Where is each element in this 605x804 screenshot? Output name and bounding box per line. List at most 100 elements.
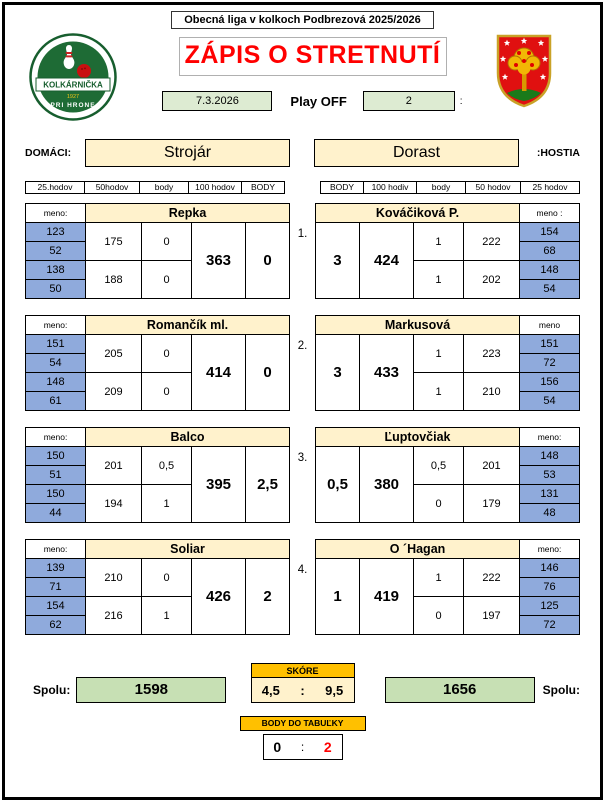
total-cell: 380 [359,446,414,523]
home-player-name: Soliar [85,539,290,559]
throw25-cell: 76 [519,577,580,597]
throw25-cell: 151 [519,334,580,354]
throw25-cell: 151 [25,334,86,354]
set-points-cell: 1 [413,334,464,373]
score-box: 4,5 : 9,5 [250,678,355,703]
set-points-cell: 0 [141,222,192,261]
date-field: 7.3.2026 [162,91,273,111]
total-cell: 424 [358,222,414,299]
total-cell: 363 [191,222,246,299]
away-total-box: 1656 [384,677,535,703]
throw25-cell: 71 [25,577,86,597]
meno-label: meno: [25,427,86,447]
away-team-label: :HOSTIA [536,147,580,159]
throw25-cell: 150 [25,446,86,466]
match-points-cell: 1 [315,558,360,635]
header: KOLKÁRNIČKA 1927 PRI HRONE ZÁPIS O STRET… [5,31,600,123]
throw50-cell: 197 [463,596,520,635]
away-player-table: Ľuptovčiak meno: 0,5 380 0,5 201 148 53 … [315,427,580,523]
column-headers: 25.hodov 50hodov body 100 hodov BODY BOD… [5,181,600,194]
home-total-label: Spolu: [33,683,71,697]
match-block-4: meno: Soliar 139 210 0 426 2 71 154 216 … [5,539,600,635]
throw50-cell: 216 [85,596,142,635]
column-header: 25 hodov [520,181,580,194]
throw25-cell: 72 [519,615,580,635]
away-player-table: Kováčiková P. meno : 3 424 1 222 154 68 … [314,203,580,299]
match-number: 2. [297,340,308,352]
column-header: BODY [320,181,364,194]
round-label: Play OFF [290,93,347,109]
match-block-3: meno: Balco 150 201 0,5 395 2,5 51 150 1… [5,427,600,523]
meno-label: meno [519,315,580,335]
match-number: 3. [297,452,308,464]
throw25-cell: 54 [519,279,580,299]
throw50-cell: 202 [462,260,521,299]
table-points-separator: : [300,740,305,754]
throw25-cell: 148 [25,372,86,392]
column-header: 50 hodov [465,181,521,194]
column-header: 100 hodiv [363,181,417,194]
away-total-label: Spolu: [542,683,580,697]
set-points-cell: 1 [141,596,192,635]
throw25-cell: 156 [519,372,580,392]
set-points-cell: 0,5 [413,446,464,485]
throw50-cell: 175 [85,222,142,261]
home-player-name: Balco [84,427,291,447]
set-points-cell: 0 [141,260,192,299]
throw25-cell: 125 [519,596,580,616]
set-points-cell: 1 [413,372,464,411]
home-player-name: Romančík ml. [84,315,291,335]
set-points-cell: 0 [413,596,464,635]
throw25-cell: 139 [25,558,86,578]
away-player-table: Markusová meno 3 433 1 223 151 72 1 210 … [315,315,580,411]
column-header: 100 hodov [188,181,242,194]
throw25-cell: 44 [25,503,86,523]
match-block-1: meno: Repka 123 175 0 363 0 52 138 188 0… [5,203,600,299]
column-header: 50hodov [84,181,140,194]
score-panel: SKÓRE 4,5 : 9,5 [250,663,355,703]
date-row: 7.3.2026 Play OFF 2 : [150,91,475,111]
throw50-cell: 210 [85,558,142,597]
set-points-cell: 1 [141,484,192,523]
throw25-cell: 138 [25,260,86,280]
score-title: SKÓRE [250,663,355,678]
meno-label: meno: [25,203,86,223]
team-crest [475,31,590,126]
throw25-cell: 50 [25,279,86,299]
page-title: ZÁPIS O STRETNUTÍ [178,37,447,76]
away-player-name: Ľuptovčiak [315,427,520,447]
home-team-name: Strojár [85,139,290,167]
home-player-table: meno: Soliar 139 210 0 426 2 71 154 216 … [25,539,290,635]
set-points-cell: 0 [413,484,464,523]
throw25-cell: 154 [519,222,580,242]
match-points-cell: 2,5 [244,446,291,523]
score-away-value: 9,5 [325,682,344,698]
home-player-table: meno: Balco 150 201 0,5 395 2,5 51 150 1… [25,427,291,523]
score-home-value: 4,5 [261,682,280,698]
header-center: ZÁPIS O STRETNUTÍ 7.3.2026 Play OFF 2 : [150,31,475,126]
total-cell: 433 [359,334,414,411]
round-field: 2 [362,91,455,111]
throw25-cell: 54 [25,353,86,373]
score-separator: : [300,682,305,698]
set-points-cell: 1 [412,222,464,261]
away-player-name: O ´Hagan [315,539,520,559]
table-points-panel: BODY DO TABUĽKY 0 : 2 [239,716,366,760]
home-total-box: 1598 [76,677,227,703]
team-crest-icon [496,34,552,108]
column-header: 25.hodov [25,181,85,194]
column-header: body [139,181,189,194]
throw25-cell: 62 [25,615,86,635]
away-player-table: O ´Hagan meno: 1 419 1 222 146 76 0 197 … [315,539,580,635]
column-header: BODY [241,181,285,194]
club-sub-text: PRI HRONE [50,102,95,109]
total-cell: 414 [191,334,246,411]
set-points-cell: 0 [141,558,192,597]
throw50-cell: 223 [463,334,520,373]
throw25-cell: 48 [519,503,580,523]
throw25-cell: 54 [519,391,580,411]
throw25-cell: 154 [25,596,86,616]
home-player-name: Repka [84,203,291,223]
club-name-text: KOLKÁRNIČKA [43,81,103,90]
meno-label: meno: [25,539,86,559]
